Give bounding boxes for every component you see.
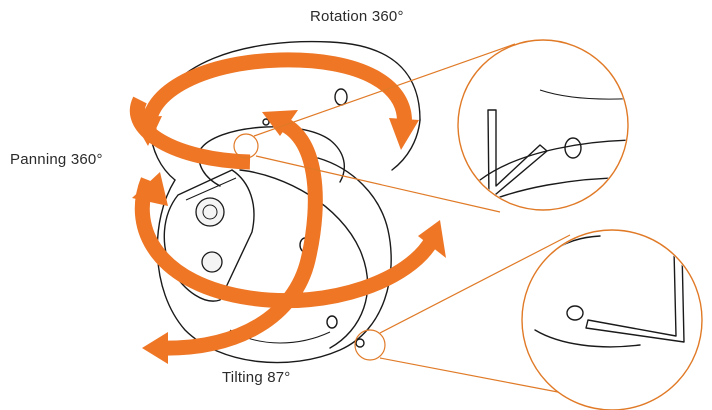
rotation-label: Rotation 360° [310,8,404,25]
lens-inner [202,204,218,220]
motion-arrows [130,52,446,364]
panning-arrowhead-right [418,220,446,258]
leader-top-lower [255,155,501,213]
camera-ball-inner [239,169,369,349]
ir-led-lens [201,251,223,273]
panning-arrowhead-left [132,172,168,206]
leader-top-upper [253,43,516,137]
panning-label: Panning 360° [10,151,103,168]
callout-bottom-circle [521,229,703,410]
tilting-arrowhead-top [262,110,298,136]
callout-top-circle [457,39,629,211]
zoom-bottom-ball-edge [534,329,641,348]
zoom-top-screw [564,137,582,159]
lens [195,197,225,227]
callout-top [457,39,629,211]
tilting-arrow [159,114,323,356]
tilting-label: Tilting 87° [222,369,291,386]
callout-bottom [521,229,703,410]
callout-source-top [233,133,259,159]
bottom-screw [355,338,365,348]
camera-neck [199,126,346,183]
rotation-arrow-lower [130,96,251,170]
camera-base-rim-right [391,119,421,171]
lens-module [163,169,255,302]
side-screw-lower [326,315,338,329]
camera-ball [156,157,392,364]
rotation-arrowhead-right [389,118,419,150]
rotation-arrowhead-left [132,116,162,146]
leader-bottom-upper [379,234,571,334]
panning-arrow [134,177,439,309]
callout-source-bottom [354,329,386,361]
zoom-bottom-screw [566,305,584,321]
base-screw [334,88,348,106]
zoom-top-ridge [539,89,627,100]
rotation-arrow [141,52,412,137]
tilting-arrowhead-bottom [142,332,168,364]
base-hole [262,118,270,126]
